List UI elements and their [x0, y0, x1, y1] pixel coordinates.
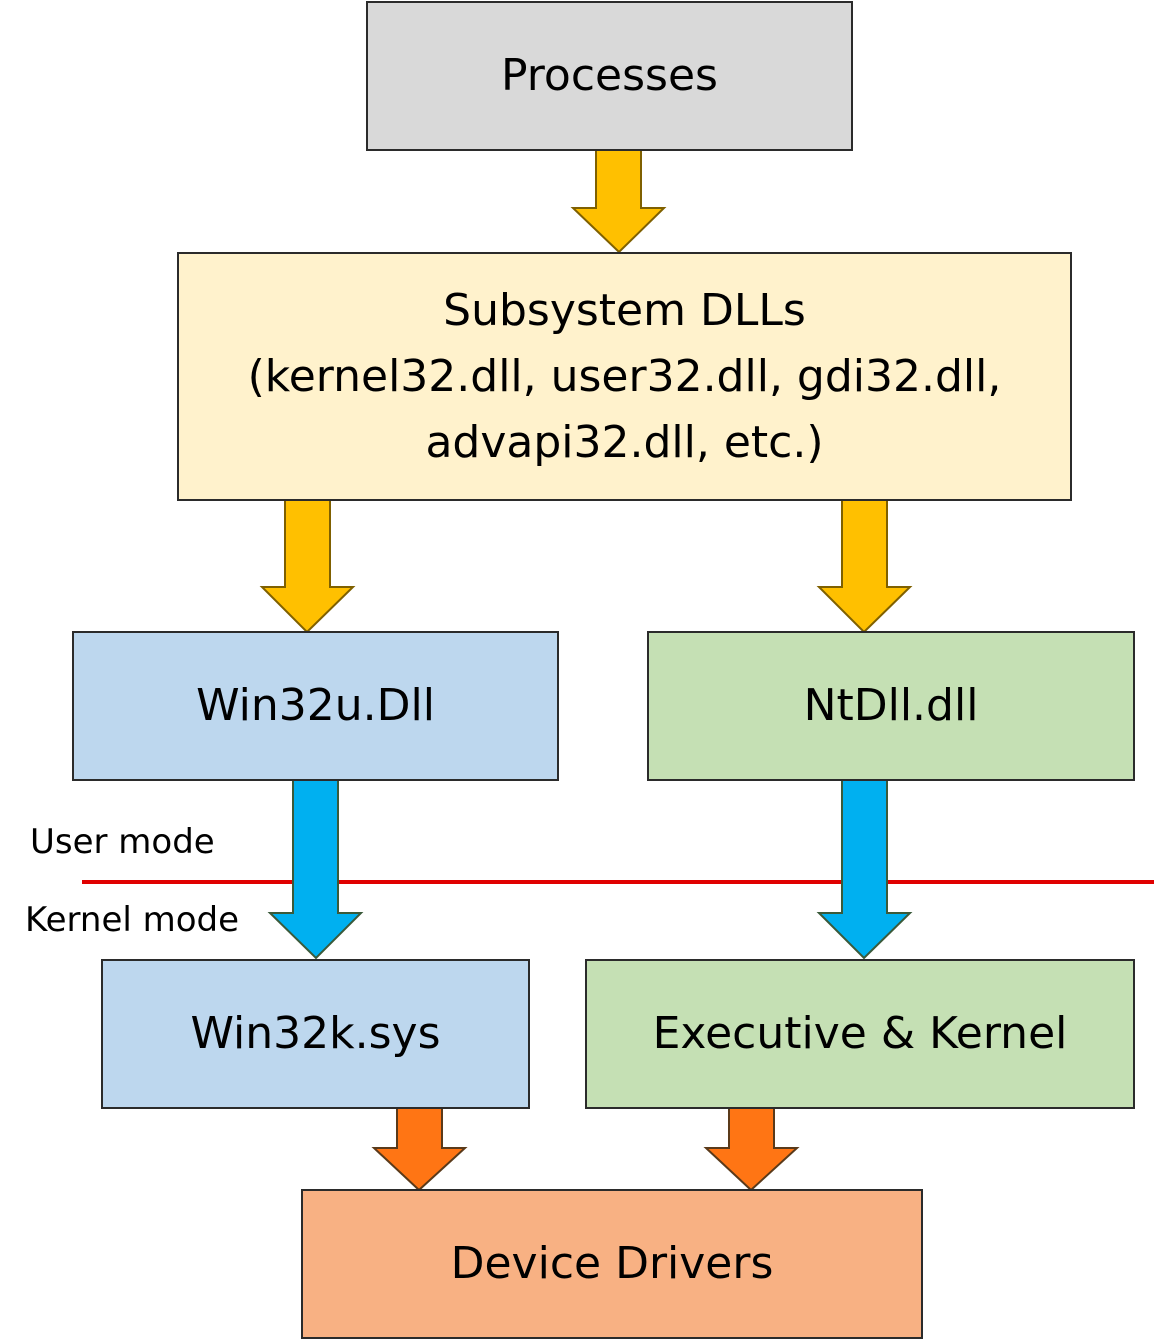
processes-label: Processes	[501, 50, 718, 101]
win32u-box: Win32u.Dll	[72, 631, 559, 781]
arrow-ntdll-to-executive	[816, 779, 913, 960]
device-drivers-label: Device Drivers	[450, 1238, 774, 1289]
ntdll-label: NtDll.dll	[803, 680, 979, 731]
arrow-processes-to-subsystem	[570, 149, 667, 254]
arrow-win32k-to-drivers	[371, 1107, 468, 1192]
subsystem-title: Subsystem DLLs	[443, 284, 806, 336]
arrow-win32u-to-win32k	[267, 779, 364, 960]
arrow-executive-to-drivers	[703, 1107, 800, 1192]
subsystem-dlls-box: Subsystem DLLs (kernel32.dll, user32.dll…	[177, 252, 1072, 501]
win32u-label: Win32u.Dll	[196, 680, 435, 731]
subsystem-dll-list-1: (kernel32.dll, user32.dll, gdi32.dll,	[247, 350, 1002, 402]
device-drivers-box: Device Drivers	[301, 1189, 923, 1339]
ntdll-box: NtDll.dll	[647, 631, 1135, 781]
subsystem-dll-list-2: advapi32.dll, etc.)	[425, 416, 824, 468]
user-mode-label: User mode	[30, 822, 215, 862]
executive-kernel-box: Executive & Kernel	[585, 959, 1135, 1109]
win32k-box: Win32k.sys	[101, 959, 530, 1109]
win32k-label: Win32k.sys	[190, 1008, 441, 1059]
arrow-subsystem-to-win32u	[259, 499, 356, 634]
processes-box: Processes	[366, 1, 853, 151]
kernel-mode-label: Kernel mode	[25, 900, 240, 940]
arrow-subsystem-to-ntdll	[816, 499, 913, 634]
executive-kernel-label: Executive & Kernel	[652, 1008, 1068, 1059]
